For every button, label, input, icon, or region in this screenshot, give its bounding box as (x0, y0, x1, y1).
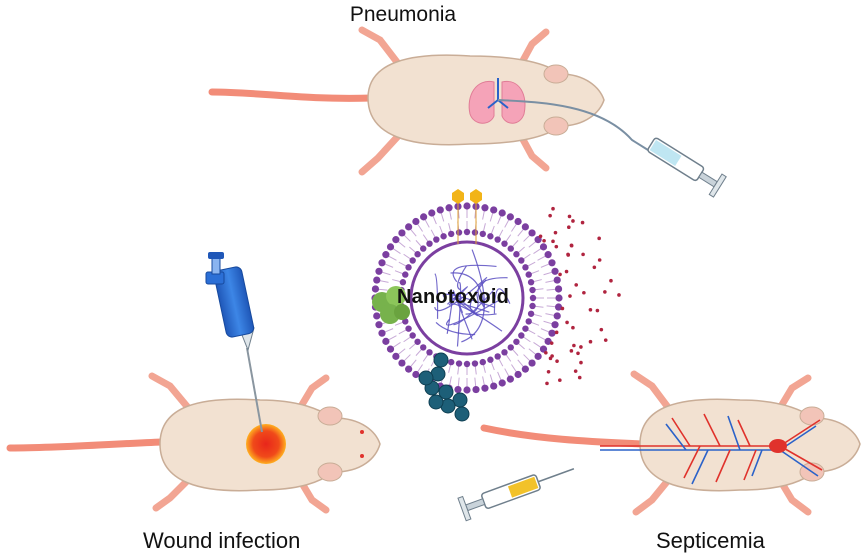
mouse-septicemia (457, 370, 861, 522)
membrane-protein-chains (538, 206, 621, 386)
toxin-icon (372, 286, 410, 324)
syringe-icon (647, 137, 727, 198)
intratracheal-tube (497, 99, 649, 151)
blood-vessels-icon (600, 413, 823, 485)
pipette-icon (205, 252, 263, 433)
nanotoxoid-particle (371, 189, 621, 422)
polymeric-core (434, 249, 511, 347)
mouse-pneumonia (208, 26, 727, 198)
mouse-wound-infection (6, 252, 381, 514)
antibody-beads-icon (418, 352, 470, 422)
mouse-tail (6, 438, 166, 452)
mouse-tail (480, 424, 646, 448)
lungs-icon (468, 78, 526, 124)
wound-icon (246, 424, 286, 464)
label-pneumonia: Pneumonia (349, 3, 457, 26)
mouse-tail (208, 88, 376, 102)
label-nanotoxoid: Nanotoxoid (397, 286, 509, 308)
label-septicemia: Septicemia (656, 528, 765, 553)
glycan-icon (452, 189, 482, 244)
label-wound-infection: Wound infection (143, 528, 301, 553)
heart-icon (769, 439, 787, 453)
syringe-icon (457, 468, 575, 522)
